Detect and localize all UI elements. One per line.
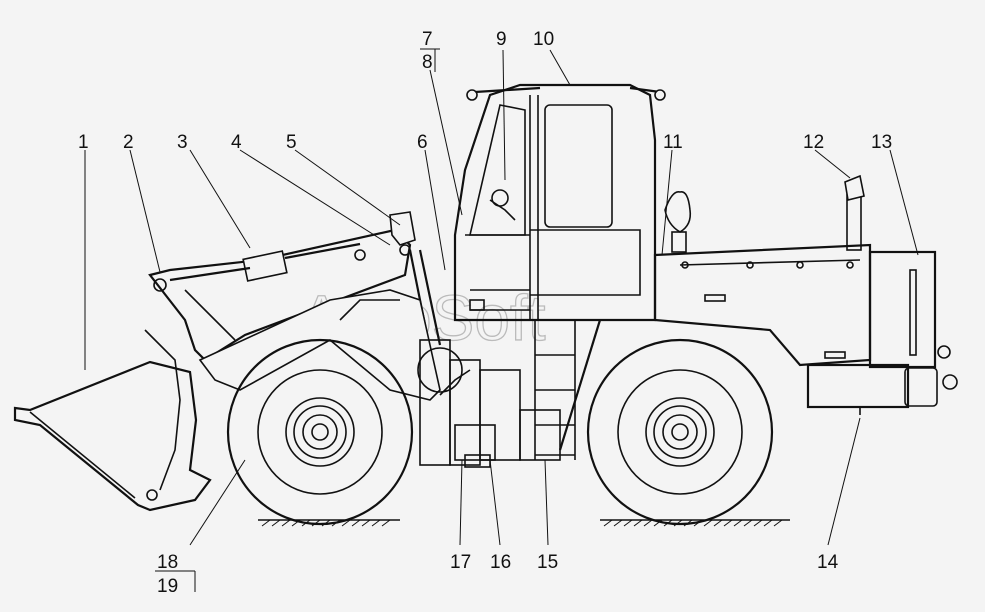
callout-12: 12 — [803, 132, 824, 153]
callout-8: 8 — [422, 52, 433, 73]
front-frame — [198, 289, 441, 401]
callout-labels: 1 2 3 4 5 6 7 8 9 10 11 12 13 14 15 16 1… — [78, 29, 892, 597]
callout-7: 7 — [422, 29, 433, 50]
callout-15: 15 — [537, 552, 558, 573]
exhaust-pipe — [844, 174, 865, 251]
counterweight — [806, 250, 958, 415]
callout-14: 14 — [817, 552, 839, 573]
callout-9: 9 — [496, 29, 507, 50]
steps — [534, 319, 602, 460]
callout-2: 2 — [123, 132, 134, 153]
transmission-assembly — [417, 339, 561, 468]
callout-11: 11 — [663, 132, 683, 153]
callout-19: 19 — [157, 576, 178, 597]
rear-wheel — [586, 338, 774, 526]
callout-16: 16 — [490, 552, 511, 573]
callout-18: 18 — [157, 552, 178, 573]
engine-hood — [653, 243, 872, 367]
callout-6: 6 — [417, 132, 428, 153]
bucket — [13, 329, 219, 512]
callout-13: 13 — [871, 132, 892, 153]
lift-cylinder — [169, 242, 366, 282]
callout-4: 4 — [231, 132, 242, 153]
front-wheel — [226, 338, 414, 526]
callout-5: 5 — [286, 132, 297, 153]
callout-10: 10 — [533, 29, 554, 50]
cab — [453, 83, 666, 322]
callout-17: 17 — [450, 552, 471, 573]
leader-lines — [84, 48, 919, 592]
callout-1: 1 — [78, 132, 89, 153]
air-precleaner — [664, 191, 692, 253]
callout-3: 3 — [177, 132, 188, 153]
